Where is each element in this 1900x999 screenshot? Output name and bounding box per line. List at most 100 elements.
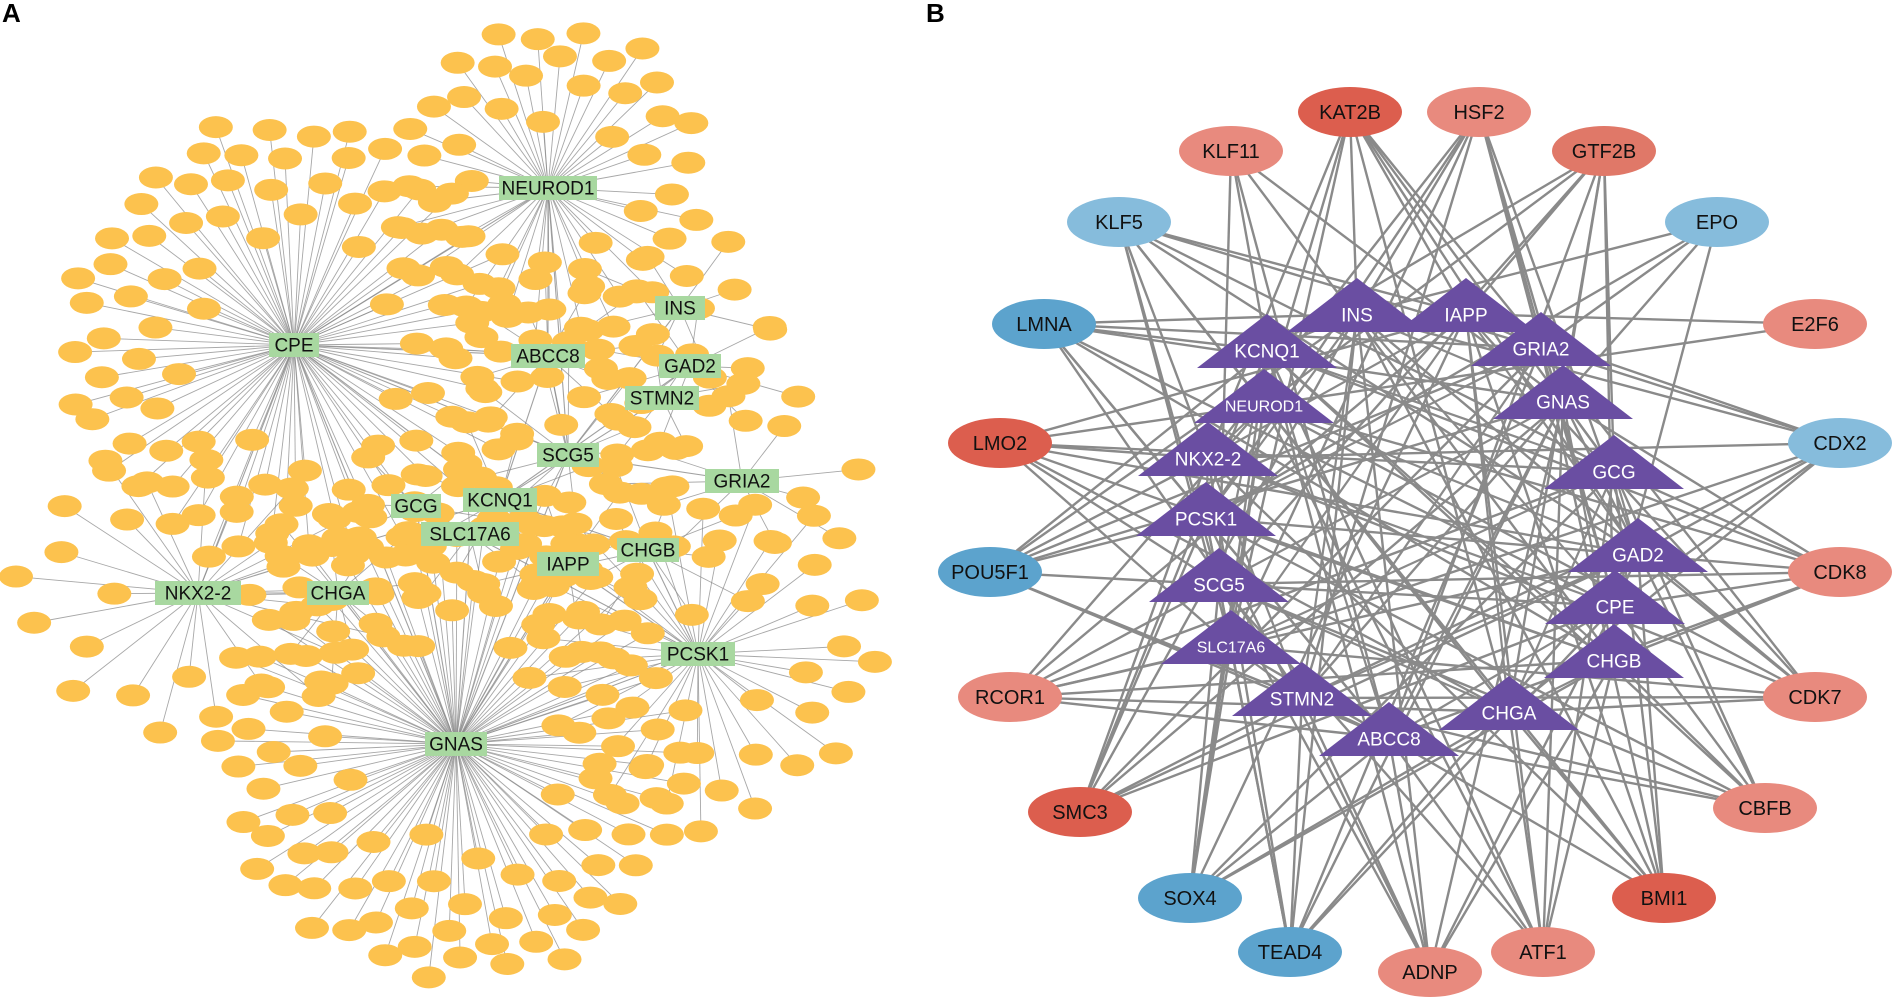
gene-node-shape: [1544, 435, 1684, 489]
regulation-edge: [1356, 220, 1718, 316]
target-node: [56, 679, 91, 702]
gene-node-pcsk1: PCSK1: [1136, 482, 1276, 536]
target-node: [668, 699, 703, 722]
target-edge: [293, 136, 315, 346]
regulator-node-label: KLF5: [1095, 212, 1143, 234]
target-node: [485, 243, 520, 266]
target-node: [17, 611, 52, 634]
target-edge: [199, 268, 295, 346]
target-node: [671, 151, 706, 174]
hub-node-box: [661, 642, 735, 666]
target-node: [583, 641, 618, 664]
regulation-edge: [989, 399, 1564, 574]
target-node: [335, 638, 370, 661]
hub-node-box: [655, 296, 705, 320]
target-node: [169, 212, 204, 235]
target-node: [268, 147, 303, 170]
gene-node-chgb: CHGB: [1544, 624, 1684, 678]
target-node: [424, 218, 459, 241]
target-node: [585, 683, 620, 706]
target-edge: [293, 344, 350, 490]
hub-node-label: GAD2: [664, 357, 716, 378]
regulator-node-adnp: ADNP: [1378, 947, 1482, 997]
hub-node-cpe: CPE: [269, 333, 319, 357]
regulation-edge: [1428, 659, 1616, 973]
target-node: [598, 455, 633, 478]
target-node: [401, 635, 436, 658]
target-edge: [455, 743, 560, 882]
target-node: [529, 823, 564, 846]
hub-node-iapp: IAPP: [537, 552, 599, 576]
target-node: [548, 645, 583, 668]
gene-node-shape: [1471, 312, 1611, 366]
target-node: [155, 475, 190, 498]
target-node: [205, 205, 240, 228]
target-node: [752, 315, 787, 338]
target-node: [240, 857, 275, 880]
target-node: [399, 429, 434, 452]
target-node: [822, 527, 857, 550]
regulation-edge: [1078, 517, 1208, 813]
gene-node-shape: [1568, 518, 1708, 572]
gene-node-shape: [1149, 548, 1289, 602]
target-node: [210, 169, 245, 192]
regulator-node-label: POU5F1: [951, 562, 1029, 584]
gene-node-kcnq1: KCNQ1: [1197, 314, 1337, 368]
target-edge: [197, 592, 262, 685]
target-edge: [547, 92, 626, 189]
target-node: [448, 453, 483, 476]
target-edge: [455, 743, 556, 916]
target-node: [592, 49, 627, 72]
target-edge: [293, 189, 420, 346]
target-node: [219, 485, 254, 508]
regulation-edge: [1207, 456, 1816, 699]
target-node: [857, 650, 892, 673]
target-node: [356, 830, 391, 853]
target-node: [440, 51, 475, 74]
regulation-edge: [1043, 323, 1207, 519]
regulator-node-label: HSF2: [1453, 102, 1504, 124]
hub-edge: [647, 549, 699, 655]
regulation-edge: [1009, 469, 1615, 699]
regulator-node-klf5: KLF5: [1067, 197, 1171, 247]
target-edge: [208, 344, 295, 557]
target-edge: [451, 610, 457, 745]
regulator-node-shape: [1427, 87, 1531, 137]
target-node: [788, 661, 823, 684]
regulator-node-shape: [948, 418, 1052, 468]
gene-node-gria2: GRIA2: [1471, 312, 1611, 366]
target-edge: [148, 235, 295, 346]
gene-edge: [1301, 552, 1639, 700]
target-node: [537, 903, 572, 926]
target-node: [358, 911, 393, 934]
gene-node-label: KCNQ1: [1234, 342, 1299, 363]
target-node: [711, 385, 746, 408]
hub-node-nkx2-2: NKX2-2: [155, 581, 241, 605]
target-edge: [547, 85, 585, 189]
target-node: [191, 545, 226, 568]
target-node: [447, 893, 482, 916]
target-edge: [455, 743, 518, 875]
target-node: [490, 952, 525, 975]
regulation-edge: [1356, 312, 1841, 445]
target-node: [316, 620, 351, 643]
target-node: [562, 721, 597, 744]
hub-node-chga: CHGA: [307, 581, 369, 605]
regulation-edge: [1079, 696, 1303, 814]
target-node: [499, 428, 534, 451]
regulation-edge: [1218, 150, 1605, 585]
target-edge: [248, 728, 457, 745]
target-node: [200, 729, 235, 752]
target-edge: [293, 344, 491, 418]
gene-node-gcg: GCG: [1544, 435, 1684, 489]
gene-edge: [1263, 403, 1639, 556]
target-node: [287, 842, 322, 865]
target-edge: [455, 581, 474, 745]
regulator-node-shape: [1552, 126, 1656, 176]
target-node: [109, 386, 144, 409]
regulator-node-label: LMNA: [1016, 314, 1072, 336]
target-node: [287, 459, 322, 482]
target-node: [482, 550, 517, 573]
target-edge: [293, 344, 459, 487]
